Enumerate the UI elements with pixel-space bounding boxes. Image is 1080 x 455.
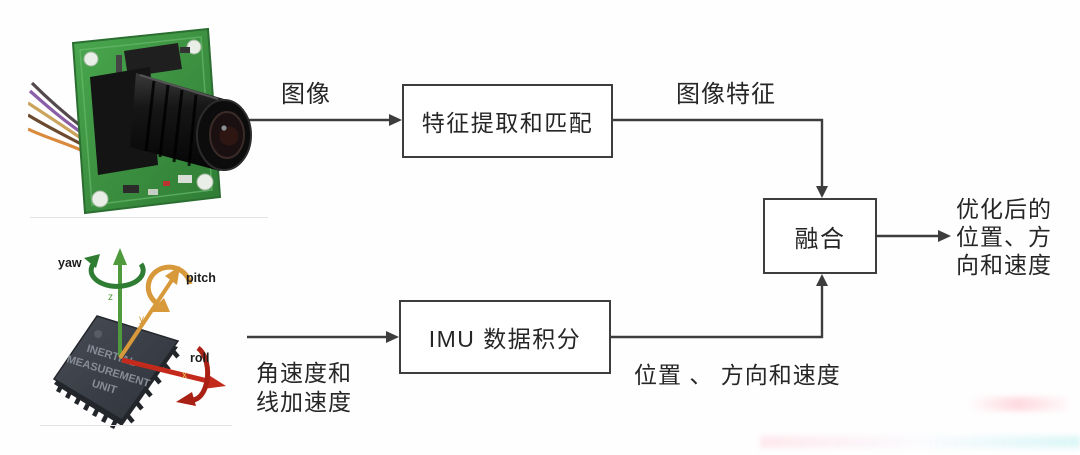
arrowhead-up (816, 274, 828, 286)
camera-lens (90, 67, 252, 175)
pitch-label: pitch (186, 271, 216, 285)
camera-photo-edge (30, 217, 268, 218)
fusion-box: 融合 (763, 198, 877, 274)
imu-pin1-dot (94, 330, 102, 338)
label-output-line3: 向和速度 (956, 252, 1052, 278)
roll-label: roll (190, 351, 209, 365)
camera-module-image (28, 27, 252, 215)
arrowhead-right-3 (386, 331, 399, 343)
arrowhead-down (816, 186, 828, 198)
imu-integration-box: IMU 数据积分 (399, 300, 611, 374)
x-axis-label: x (182, 370, 187, 381)
arrowhead-right-1 (389, 114, 402, 126)
arrowhead-right-2 (938, 230, 951, 242)
imu-roll-axis: roll x (121, 345, 226, 406)
feature-extraction-box: 特征提取和匹配 (402, 84, 613, 158)
label-pose-velocity: 位置 、 方向和速度 (634, 362, 841, 388)
camera-pcb-silkscreen (79, 36, 213, 206)
z-axis-label: z (108, 292, 113, 303)
label-angular-velocity-line1: 角速度和 (256, 360, 352, 386)
arrowheads (386, 114, 951, 343)
imu-yaw-axis: yaw z (58, 248, 146, 356)
yaw-label: yaw (58, 256, 82, 270)
label-image: 图像 (281, 81, 331, 108)
label-image-features: 图像特征 (676, 81, 776, 108)
imu-chip-image: INERTIAL MEASUREMENT UNIT yaw z pitch y (52, 248, 226, 430)
label-angular-velocity: 角速度和 线加速度 (256, 359, 352, 417)
camera-components (96, 43, 192, 195)
label-optimized-output: 优化后的 位置、方 向和速度 (956, 195, 1052, 279)
connector-lines (247, 118, 939, 339)
label-angular-velocity-line2: 线加速度 (256, 389, 352, 415)
imu-pitch-axis: pitch y (118, 264, 216, 360)
edge-feature-to-fusion (613, 118, 824, 187)
imu-chip-top (52, 315, 180, 422)
camera-screw-holes (83, 39, 214, 208)
label-output-line2: 位置、方 (956, 224, 1052, 250)
y-axis-label: y (139, 314, 144, 325)
edge-integration-to-fusion (611, 286, 824, 339)
camera-wires (28, 81, 84, 153)
label-output-line1: 优化后的 (956, 196, 1052, 222)
imu-photo-edge (40, 425, 232, 426)
